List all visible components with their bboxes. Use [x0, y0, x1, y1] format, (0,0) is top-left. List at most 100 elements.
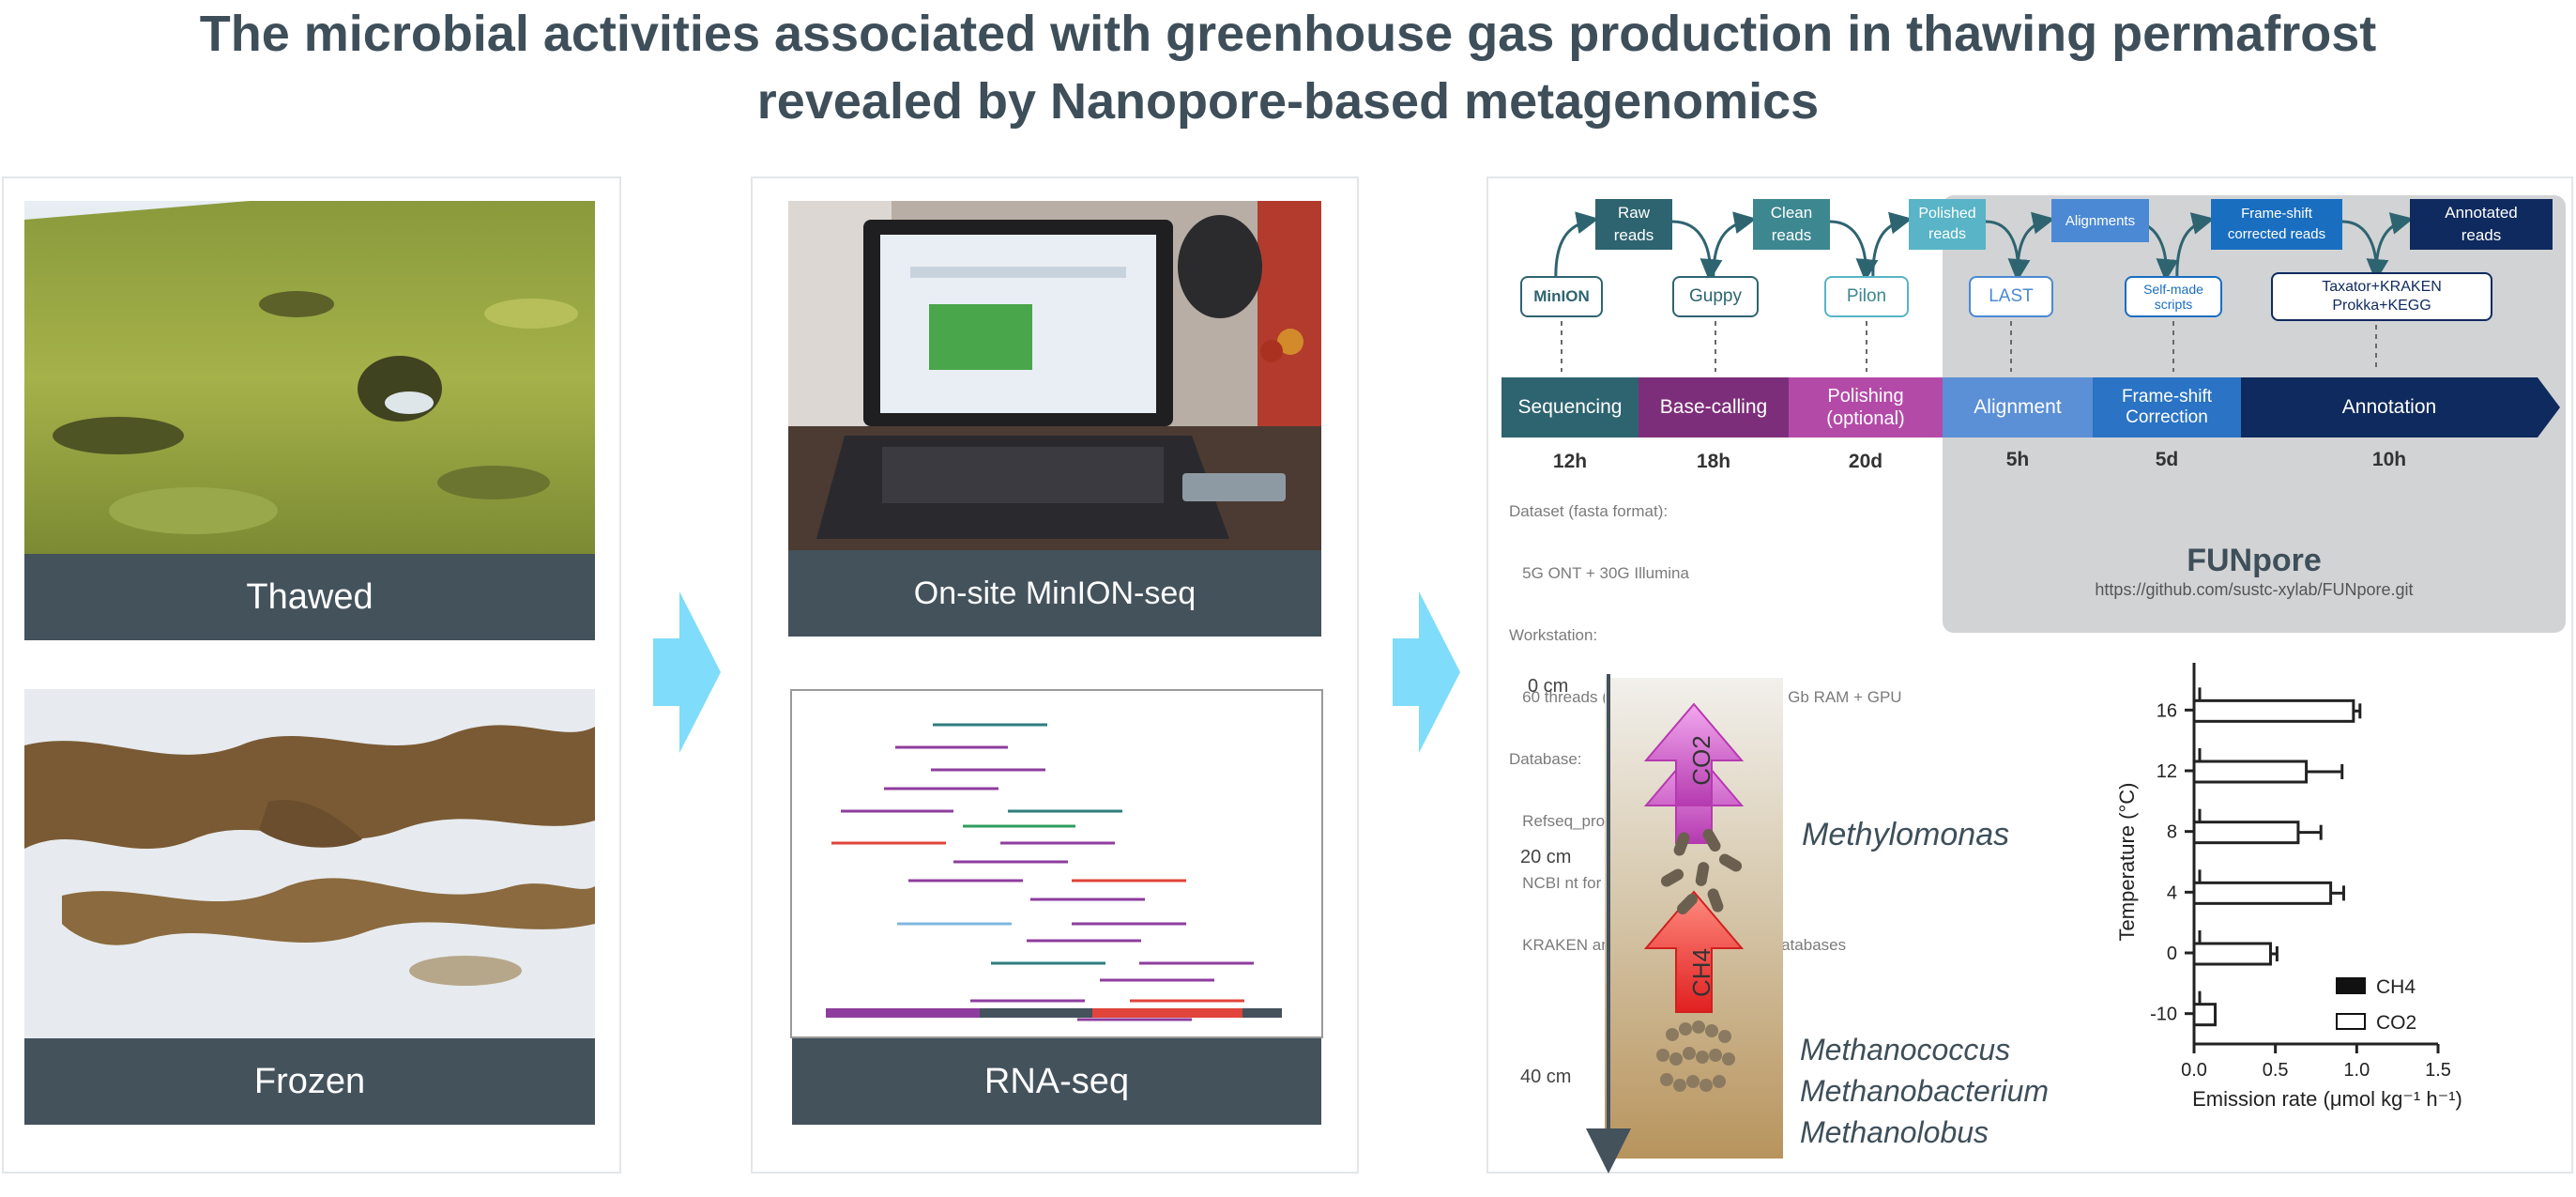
annotated-reads-box: Annotated reads	[2410, 199, 2553, 250]
y-axis-label: Temperature (°C)	[2115, 783, 2139, 942]
frameshift-reads-label-1: Frame-shift	[2241, 206, 2312, 222]
co2-bar	[2192, 760, 2309, 784]
legend-co2-label: CO2	[2376, 1012, 2416, 1034]
y-tick-label: 0	[2167, 944, 2177, 964]
rnaseq-diagram	[790, 689, 1323, 1038]
title-line-2: revealed by Nanopore-based metagenomics	[756, 73, 1820, 130]
annotated-reads-label-1: Annotated	[2445, 204, 2518, 222]
gas-label-ch4: CH4	[1687, 948, 1715, 998]
raw-reads-label-1: Raw	[1617, 204, 1650, 222]
taxa-methanolobus: Methanolobus	[1800, 1115, 1989, 1149]
minion-caption: On-site MinION-seq	[788, 550, 1321, 637]
arrow-right-icon	[653, 591, 721, 753]
tool-annotation: Taxator+KRAKEN Prokka+KEGG	[2271, 272, 2492, 321]
x-tick-label: 0.5	[2263, 1060, 2289, 1081]
gas-label-co2: CO2	[1687, 735, 1715, 786]
landscape-panel: Thawed Frozen	[2, 176, 621, 1174]
co2-bar	[2192, 821, 2300, 845]
thawed-photo	[24, 201, 595, 554]
tool-minion-label: MinION	[1533, 287, 1590, 305]
alignments-label: Alignments	[2065, 212, 2136, 229]
clean-reads-box: Clean reads	[1753, 199, 1830, 250]
funpore-url[interactable]: https://github.com/sustc-xylab/FUNpore.g…	[2095, 580, 2414, 599]
time-alignment: 5h	[2005, 449, 2030, 470]
tool-guppy: Guppy	[1672, 276, 1759, 317]
time-annotation: 10h	[2371, 449, 2407, 470]
dashed-connectors	[1561, 321, 2377, 372]
thawed-caption: Thawed	[24, 554, 595, 640]
step-polishing: Polishing (optional)	[1789, 377, 1943, 437]
time-sequencing: 12h	[1552, 451, 1588, 472]
tool-prokka-label: Prokka+KEGG	[2332, 298, 2431, 314]
step-sequencing: Sequencing	[1501, 377, 1639, 437]
frozen-photo	[24, 689, 595, 1038]
frozen-caption: Frozen	[24, 1038, 595, 1125]
y-tick-label: 16	[2157, 700, 2177, 721]
legend-ch4-swatch	[2336, 977, 2366, 994]
clean-reads-label-1: Clean	[1770, 204, 1813, 222]
soil-drawing	[1586, 674, 1745, 1174]
step-alignment-label: Alignment	[1974, 396, 2062, 418]
tool-guppy-label: Guppy	[1689, 286, 1742, 306]
step-frameshift-label: Frame-shift	[2121, 387, 2213, 407]
time-basecalling: 18h	[1696, 451, 1731, 472]
tool-scripts: Self-made scripts	[2125, 276, 2222, 317]
info-line: Workstation:	[1509, 626, 1598, 644]
y-tick-label: 8	[2167, 822, 2177, 843]
step-annotation-shape	[2241, 377, 2560, 437]
tool-pilon: Pilon	[1824, 276, 1909, 317]
step-annotation: Annotation	[2241, 377, 2538, 437]
analysis-panel: Raw reads Clean reads Polished reads Ali…	[1486, 176, 2573, 1174]
x-tick-label: 0.0	[2181, 1060, 2207, 1081]
tool-taxator-label: Taxator+KRAKEN	[2322, 279, 2442, 295]
step-alignment: Alignment	[1943, 377, 2093, 437]
step-basecalling-label: Base-calling	[1659, 396, 1768, 418]
co2-bar	[2192, 698, 2355, 723]
frameshift-reads-box: Frame-shift corrected reads	[2211, 199, 2342, 250]
taxa-methylomonas: Methylomonas	[1802, 817, 2010, 852]
rnaseq-caption: RNA-seq	[792, 1038, 1321, 1125]
laptop-photo	[788, 201, 1321, 550]
info-line: Database:	[1509, 750, 1582, 768]
arrow-right-icon	[1393, 591, 1460, 753]
sequencing-panel: On-site MinION-seq	[751, 176, 1359, 1174]
tool-minion: MinION	[1520, 276, 1603, 317]
depth-0: 0 cm	[1528, 676, 1569, 697]
clean-reads-label-2: reads	[1771, 226, 1812, 244]
funpore-title: FUNpore	[2187, 543, 2322, 578]
taxa-methanobacterium: Methanobacterium	[1800, 1074, 2050, 1108]
x-axis-label: Emission rate (μmol kg⁻¹ h⁻¹)	[2192, 1087, 2462, 1111]
title-line-1: The microbial activities associated with…	[199, 6, 2377, 62]
frameshift-reads-label-2: corrected reads	[2227, 226, 2326, 242]
y-tick-label: 12	[2157, 761, 2177, 782]
co2-bar	[2192, 942, 2272, 966]
tool-pilon-label: Pilon	[1846, 286, 1887, 306]
y-tick-label: 4	[2167, 882, 2177, 903]
x-tick-label: 1.0	[2343, 1060, 2370, 1081]
time-frameshift: 5d	[2155, 449, 2179, 470]
taxa-methanogens: Methanococcus Methanobacterium Methanolo…	[1800, 1029, 2049, 1153]
alignments-box: Alignments	[2051, 199, 2149, 242]
depth-20: 20 cm	[1520, 847, 1572, 867]
step-sequencing-label: Sequencing	[1517, 396, 1623, 418]
x-tick-label: 1.5	[2425, 1060, 2451, 1081]
polished-reads-box: Polished reads	[1909, 199, 1986, 250]
page-title: The microbial activities associated with…	[0, 0, 2576, 135]
tool-last-label: LAST	[1989, 286, 2034, 306]
time-polishing: 20d	[1848, 451, 1883, 472]
step-correction-label: Correction	[2126, 407, 2208, 427]
info-line: Dataset (fasta format):	[1509, 502, 1669, 520]
step-basecalling: Base-calling	[1639, 377, 1789, 437]
polished-reads-label-2: reads	[1928, 226, 1967, 242]
annotated-reads-label-2: reads	[2461, 226, 2502, 244]
raw-reads-label-2: reads	[1613, 226, 1654, 244]
step-polishing-label: Polishing	[1827, 386, 1904, 407]
co2-bar	[2192, 1003, 2218, 1027]
tool-last: LAST	[1969, 276, 2053, 317]
legend-ch4-label: CH4	[2376, 976, 2416, 998]
co2-bar	[2192, 881, 2333, 905]
polished-reads-label-1: Polished	[1918, 206, 1976, 222]
taxa-methanococcus: Methanococcus	[1800, 1033, 2011, 1067]
step-polishing-optional: (optional)	[1826, 408, 1905, 429]
